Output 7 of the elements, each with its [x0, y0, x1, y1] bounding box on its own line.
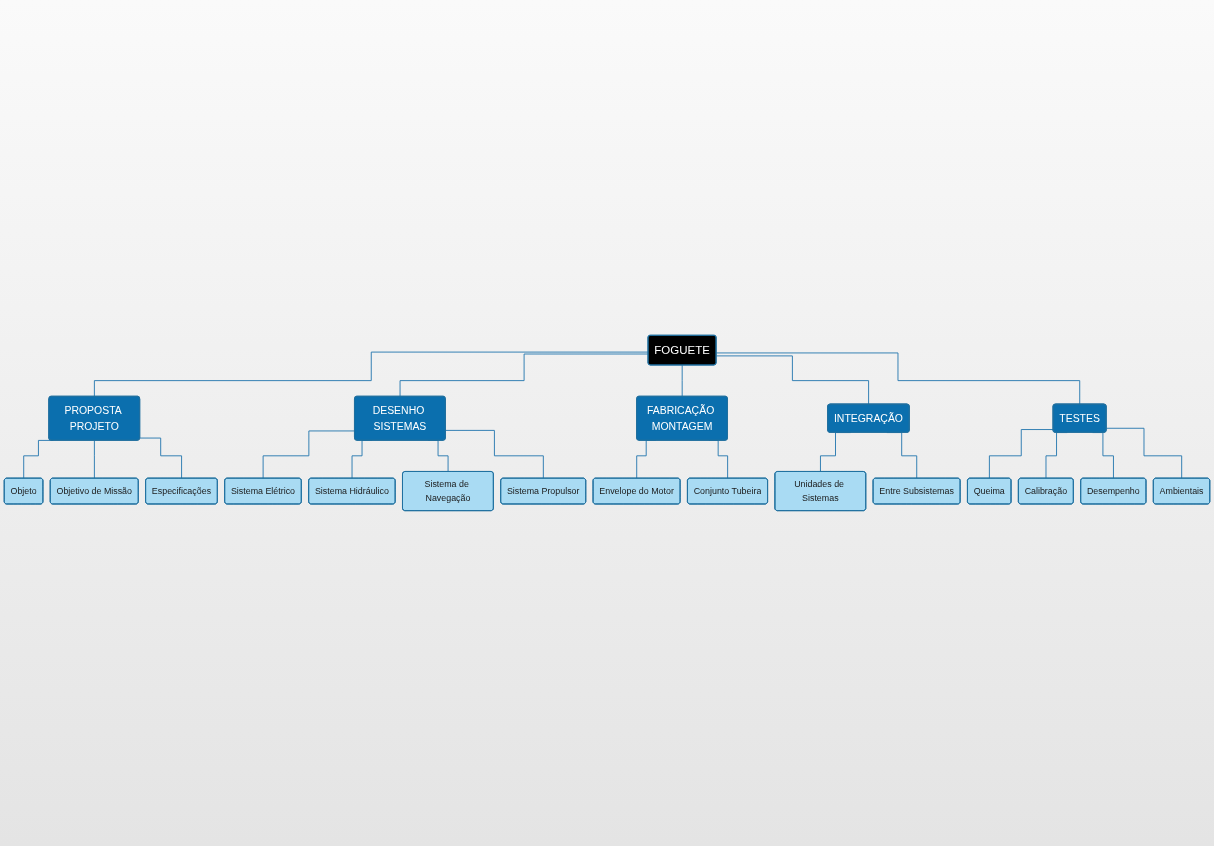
- connector: [445, 430, 544, 479]
- connector: [681, 364, 683, 398]
- connector: [139, 437, 183, 479]
- connector: [93, 440, 95, 479]
- connector: [988, 429, 1054, 479]
- connector: [399, 353, 649, 398]
- connector: [93, 351, 649, 398]
